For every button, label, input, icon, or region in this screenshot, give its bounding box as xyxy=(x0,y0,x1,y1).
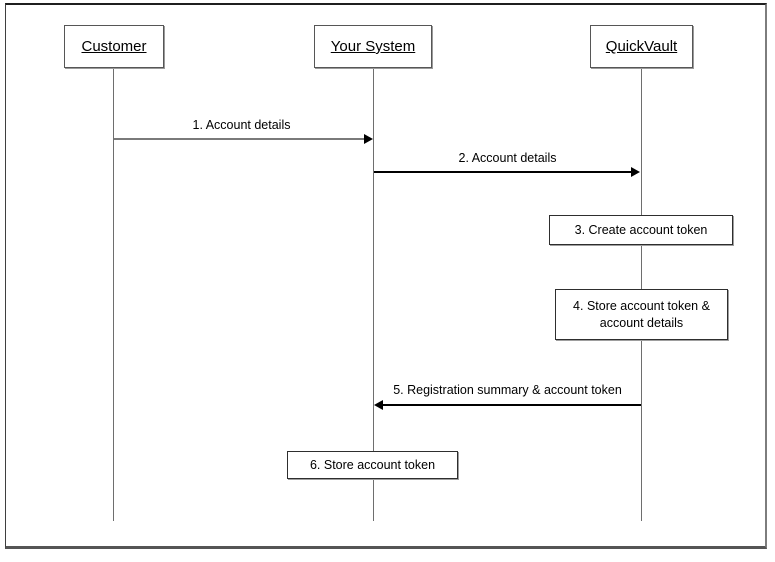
actor-box-quickvault: QuickVault xyxy=(590,25,693,68)
actor-label-your-system: Your System xyxy=(330,38,416,55)
message-1-arrowhead-icon xyxy=(364,134,373,144)
message-2-arrowhead-icon xyxy=(631,167,640,177)
action-box-6: 6. Store account token xyxy=(287,451,458,479)
message-5-arrowhead-icon xyxy=(374,400,383,410)
actor-label-customer: Customer xyxy=(81,38,147,55)
message-2-label: 2. Account details xyxy=(458,151,557,165)
action-6-label: 6. Store account token xyxy=(309,457,436,472)
message-1-line xyxy=(114,138,365,140)
action-box-3: 3. Create account token xyxy=(549,215,733,245)
message-2-line xyxy=(374,171,632,173)
actor-box-your-system: Your System xyxy=(314,25,432,68)
message-5-label: 5. Registration summary & account token xyxy=(393,383,622,397)
message-1-label: 1. Account details xyxy=(192,118,291,132)
action-3-label: 3. Create account token xyxy=(574,222,708,237)
actor-box-customer: Customer xyxy=(64,25,164,68)
actor-label-quickvault: QuickVault xyxy=(605,38,678,55)
action-4-label: 4. Store account token & account details xyxy=(573,298,710,330)
action-box-4: 4. Store account token & account details xyxy=(555,289,728,340)
message-5-line xyxy=(383,404,641,406)
lifeline-your-system xyxy=(373,68,374,521)
lifeline-customer xyxy=(113,68,114,521)
